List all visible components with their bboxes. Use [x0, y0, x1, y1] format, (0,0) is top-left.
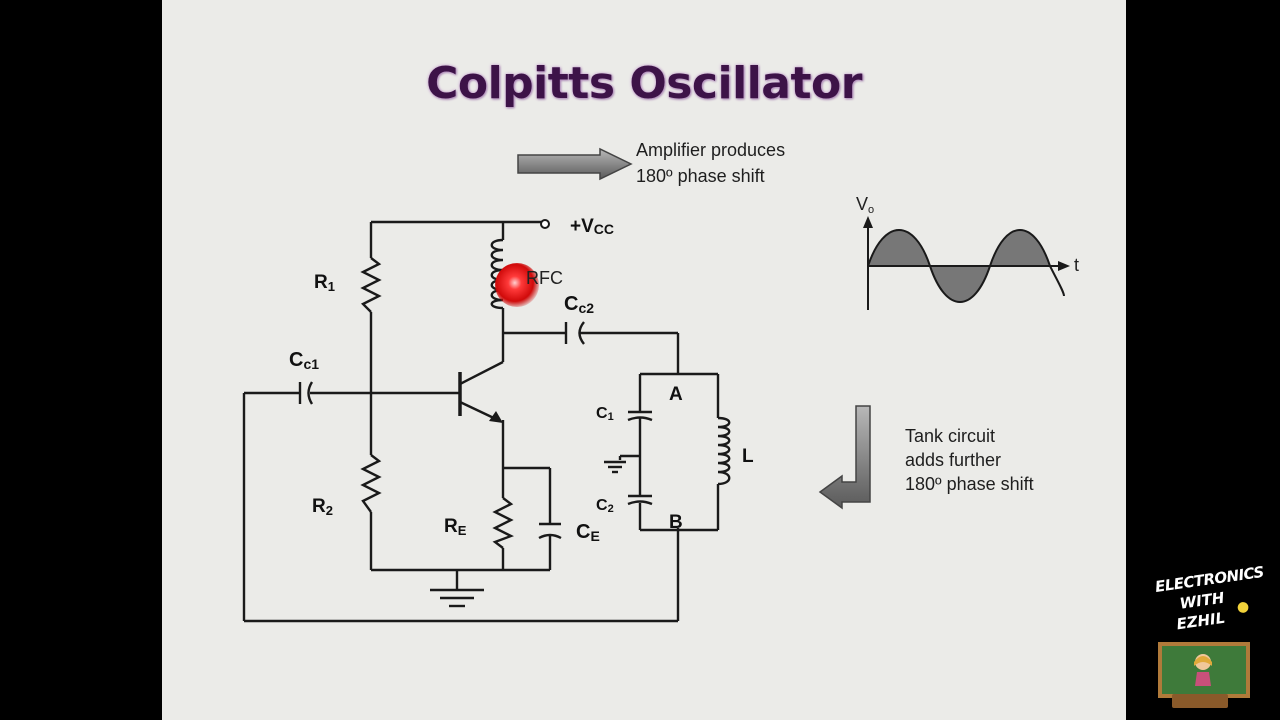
waveform-graph — [863, 216, 1070, 310]
resistor-r1 — [360, 257, 382, 313]
transistor — [458, 360, 504, 423]
y-axis-label: Vo — [856, 194, 874, 216]
cc1-label: Cc1 — [289, 349, 319, 372]
amplifier-arrow — [517, 147, 633, 181]
teacher-icon — [1194, 654, 1212, 686]
r1-label: R1 — [314, 272, 335, 294]
c1-label: C1 — [596, 405, 614, 423]
cc2-label: Cc2 — [564, 293, 594, 316]
circuit-wires — [242, 219, 720, 623]
tank-note-line1: Tank circuit — [905, 426, 995, 446]
channel-logo: ELECTRONICS WITH EZHIL ● — [1148, 560, 1274, 720]
re-label: RE — [444, 516, 467, 538]
waveform-curve — [867, 229, 1065, 303]
inductor-l-label: L — [742, 446, 754, 467]
capacitor-c2 — [627, 494, 653, 506]
laser-pointer — [495, 263, 539, 307]
inductor-l — [717, 416, 731, 486]
resistor-r2 — [360, 454, 382, 513]
slide: Colpitts Oscillator Amplifier produces 1… — [162, 0, 1126, 720]
capacitor-cc2 — [564, 321, 585, 345]
c2-label: C2 — [596, 497, 614, 515]
amplifier-note-line2: 180º phase shift — [636, 166, 765, 186]
slide-title: Colpitts Oscillator — [426, 58, 862, 109]
circuit-diagram: Amplifier produces 180º phase shift Tank… — [242, 140, 1079, 623]
tank-note-line2: adds further — [905, 450, 1001, 470]
rfc-label: RFC — [526, 268, 563, 288]
capacitor-cc1 — [298, 381, 314, 405]
tank-arrow — [818, 405, 871, 510]
capacitor-ce — [538, 522, 562, 540]
vcc-label: +VCC — [570, 216, 614, 237]
desk-icon — [1172, 694, 1228, 708]
tank-note-line3: 180º phase shift — [905, 474, 1034, 494]
resistor-re — [492, 497, 514, 549]
x-axis-label: t — [1074, 255, 1079, 275]
capacitor-c1 — [627, 410, 653, 422]
r2-label: R2 — [312, 496, 333, 518]
inductor-rfc — [490, 238, 504, 310]
node-a-label: A — [669, 384, 683, 405]
lightbulb-icon: ● — [1235, 598, 1251, 616]
node-b-label: B — [669, 512, 683, 533]
amplifier-note-line1: Amplifier produces — [636, 140, 785, 160]
ce-label: CE — [576, 521, 600, 544]
channel-logo-text: ELECTRONICS WITH EZHIL ● — [1149, 551, 1274, 633]
